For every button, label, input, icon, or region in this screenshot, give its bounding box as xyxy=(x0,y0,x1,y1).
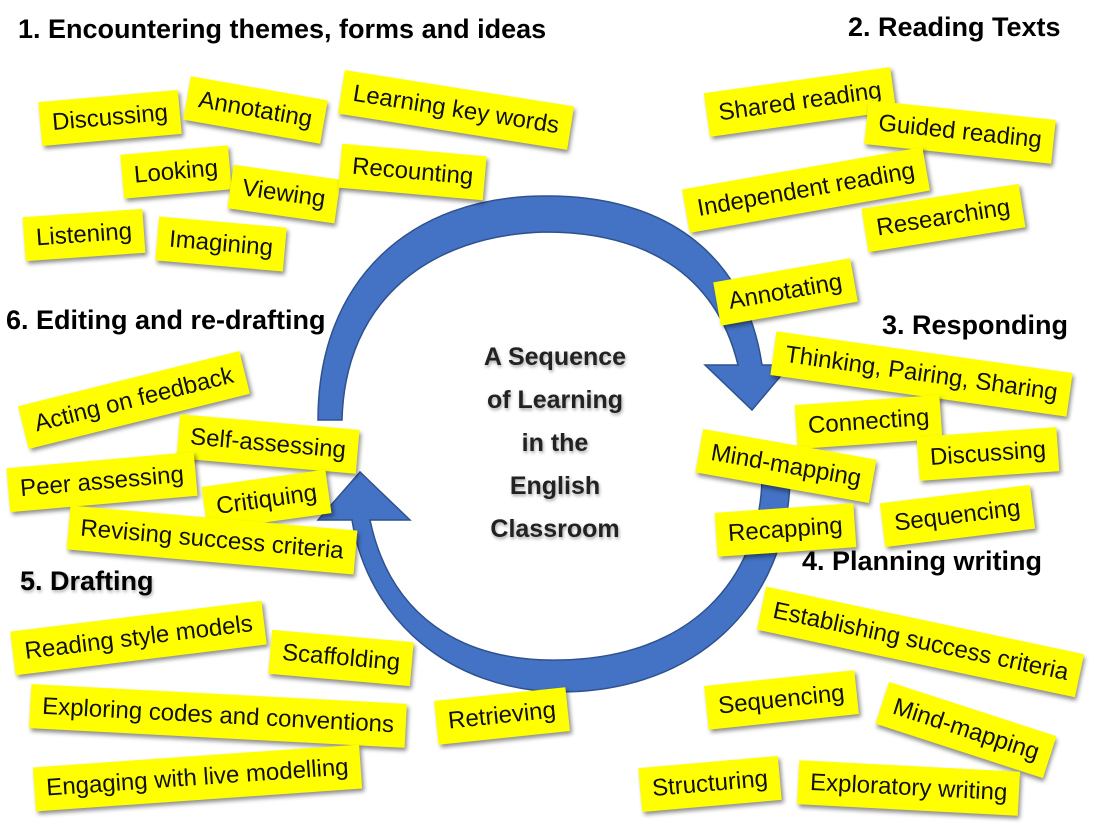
stage-1-heading: 1. Encountering themes, forms and ideas xyxy=(18,14,547,44)
stage-5-heading: 5. Drafting xyxy=(20,566,154,596)
sticky-note: Looking xyxy=(120,145,232,199)
center-title: A Sequence of Learning in the English Cl… xyxy=(455,336,655,551)
cycle-arrow-bottom xyxy=(316,470,791,693)
center-title-line: Classroom xyxy=(490,515,620,543)
stage-2-heading: 2. Reading Texts xyxy=(848,12,1061,42)
center-title-line: of Learning xyxy=(486,386,624,414)
sticky-note: Listening xyxy=(22,208,146,262)
stage-4-heading: 4. Planning writing xyxy=(802,546,1043,576)
center-title-line: English xyxy=(509,472,601,500)
stage-6-heading: 6. Editing and re-drafting xyxy=(6,305,326,335)
center-title-line: in the xyxy=(521,429,589,457)
cycle-arrow-top xyxy=(317,195,792,421)
center-title-line: A Sequence xyxy=(483,343,627,371)
stage-3-heading: 3. Responding xyxy=(882,310,1069,340)
